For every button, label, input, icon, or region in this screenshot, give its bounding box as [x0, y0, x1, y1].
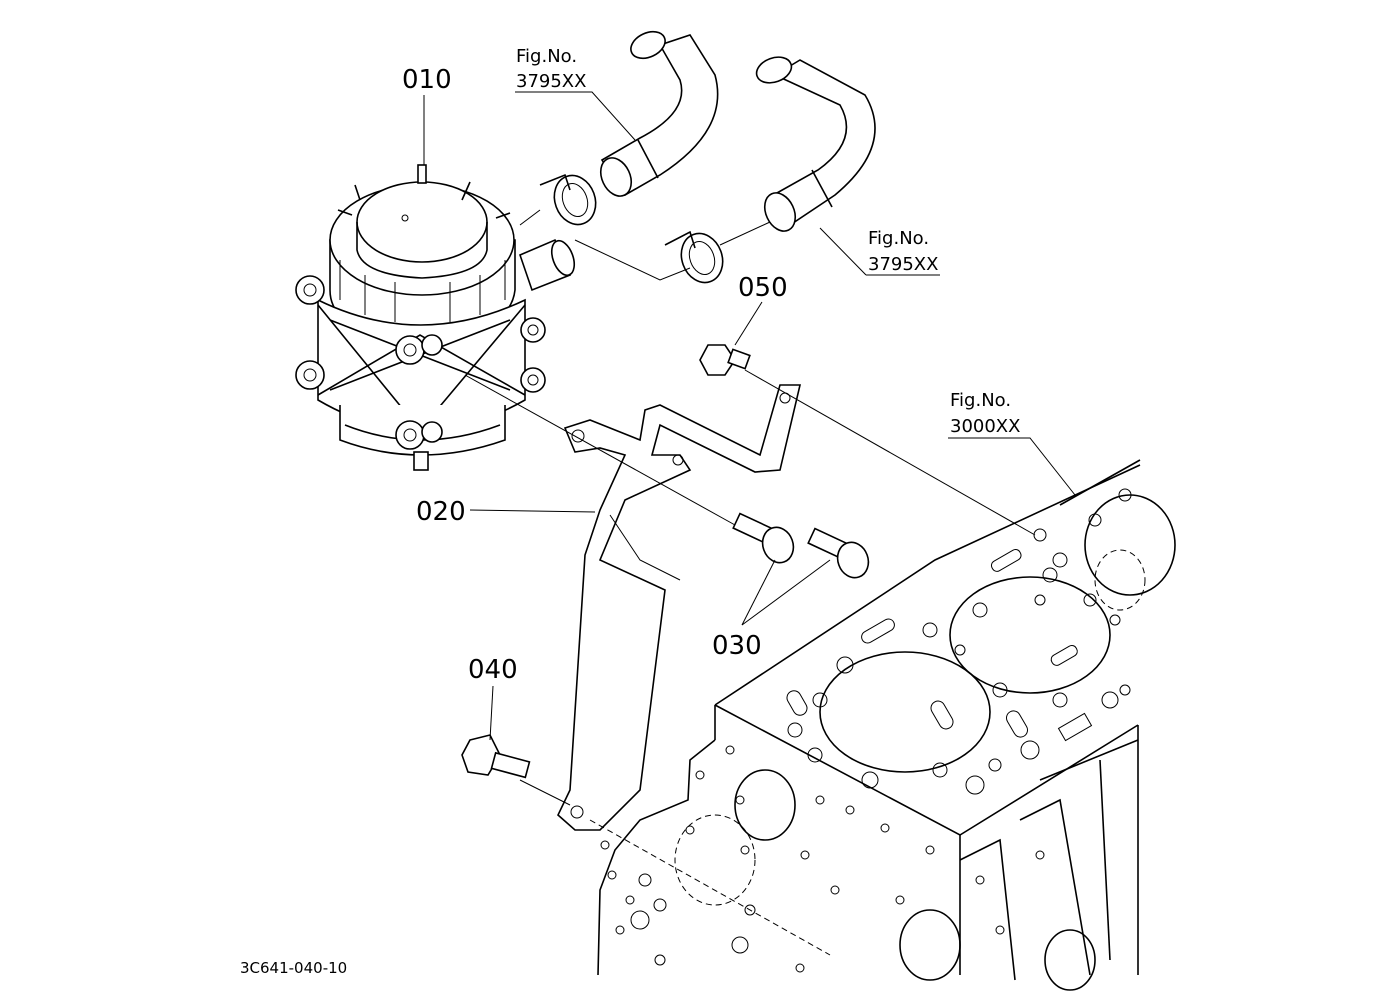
fig-ref-hose-right-line2: 3795XX — [868, 254, 938, 275]
callout-050: 050 — [738, 273, 788, 303]
hose-clamp-lower — [664, 230, 724, 284]
fig-ref-engine-line2: 3000XX — [950, 416, 1020, 437]
air-pump — [295, 164, 576, 471]
bolt-050 — [699, 344, 751, 376]
callout-040: 040 — [468, 655, 518, 685]
drawing-code: 3C641-040-10 — [240, 959, 347, 977]
bolt-030-right — [807, 527, 870, 579]
engine-block — [597, 459, 1176, 991]
callout-030: 030 — [712, 631, 762, 661]
fig-ref-engine-line1: Fig.No. — [950, 390, 1011, 411]
fig-ref-hose-upper-line1: Fig.No. — [516, 46, 577, 67]
callout-010: 010 — [402, 65, 452, 95]
hose-right — [755, 56, 876, 232]
assembly-lines — [464, 209, 1036, 956]
hose-upper — [599, 30, 719, 197]
leader-lines — [423, 91, 1076, 741]
bolt-030-left — [732, 512, 795, 564]
bolt-040 — [461, 734, 531, 779]
fig-ref-hose-upper-line2: 3795XX — [516, 71, 586, 92]
bracket — [557, 384, 802, 831]
fig-ref-hose-right-line1: Fig.No. — [868, 228, 929, 249]
hose-clamp-upper — [539, 173, 597, 226]
callout-020: 020 — [416, 497, 466, 527]
